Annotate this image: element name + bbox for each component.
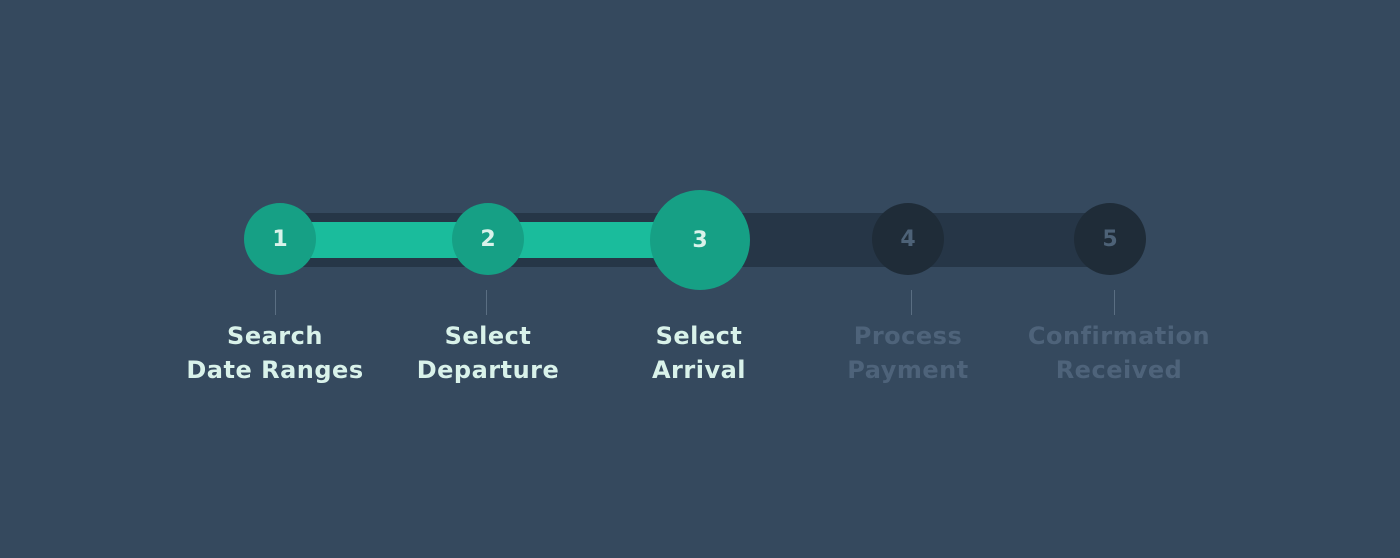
step-1-connector [275, 290, 276, 315]
step-2-label: Select Departure [383, 319, 593, 387]
step-5-number: 5 [1102, 226, 1118, 252]
step-2-label-line1: Select [444, 322, 532, 350]
step-3-label-line1: Select [655, 322, 743, 350]
step-1-circle[interactable]: 1 [244, 203, 316, 275]
step-2-connector [486, 290, 487, 315]
step-5-label-line1: Confirmation [1027, 322, 1211, 350]
step-3-label: Select Arrival [594, 319, 804, 387]
step-3-label-line2: Arrival [651, 356, 747, 384]
step-4-label-line1: Process [853, 322, 963, 350]
step-4-label: Process Payment [803, 319, 1013, 387]
step-2-label-line2: Departure [416, 356, 560, 384]
step-2-number: 2 [480, 226, 496, 252]
step-4-connector [911, 290, 912, 315]
step-1-number: 1 [272, 226, 288, 252]
step-3-number: 3 [692, 227, 708, 253]
step-4-number: 4 [900, 226, 916, 252]
step-5-connector [1114, 290, 1115, 315]
step-3-circle[interactable]: 3 [650, 190, 750, 290]
step-5-label: Confirmation Received [1014, 319, 1224, 387]
step-2-circle[interactable]: 2 [452, 203, 524, 275]
step-1-label: Search Date Ranges [170, 319, 380, 387]
step-4-label-line2: Payment [847, 356, 969, 384]
step-4-circle[interactable]: 4 [872, 203, 944, 275]
step-5-circle[interactable]: 5 [1074, 203, 1146, 275]
step-1-label-line1: Search [227, 322, 323, 350]
step-1-label-line2: Date Ranges [186, 356, 364, 384]
step-5-label-line2: Received [1055, 356, 1183, 384]
